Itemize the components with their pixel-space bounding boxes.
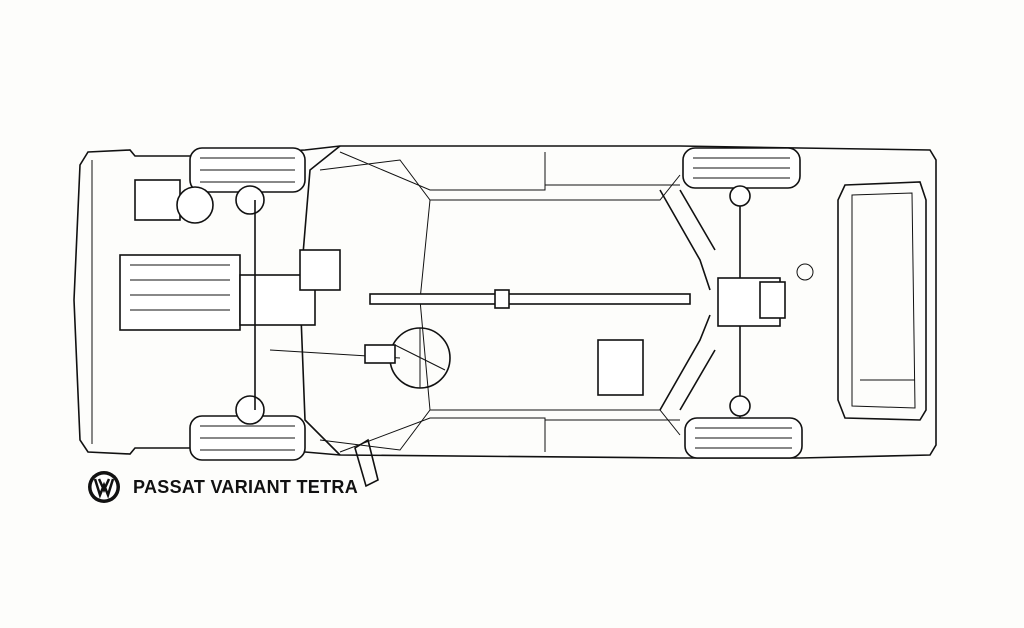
driveshaft	[369, 289, 691, 309]
rear-right-wheel	[684, 417, 803, 459]
rear-axle	[597, 185, 814, 418]
front-right-wheel	[189, 415, 306, 461]
steering-wheel	[269, 327, 451, 389]
caption: PASSAT VARIANT TETRA	[87, 470, 358, 504]
car-body-outline	[73, 145, 937, 488]
rear-left-wheel	[682, 147, 801, 189]
vw-logo-icon	[88, 471, 120, 503]
model-title: PASSAT VARIANT TETRA	[133, 476, 358, 497]
front-left-wheel	[189, 147, 306, 193]
engine	[119, 179, 341, 425]
